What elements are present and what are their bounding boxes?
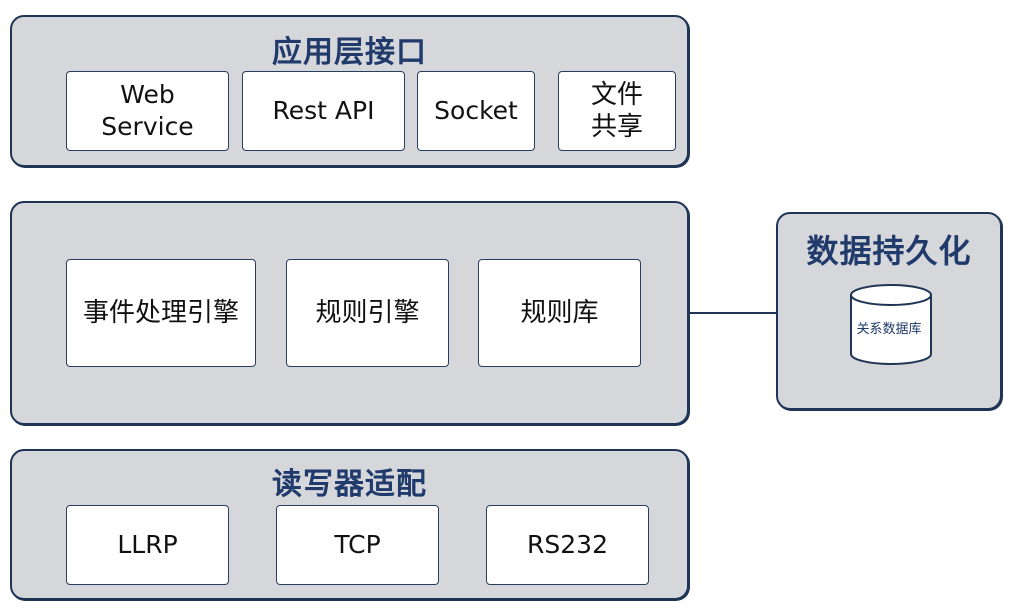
rest-api-box: Rest API — [242, 71, 405, 151]
reader-adapter-layer: 读写器适配 LLRP TCP RS232 — [10, 449, 689, 600]
reader-adapter-title: 读写器适配 — [272, 467, 427, 502]
rs232-box: RS232 — [486, 505, 649, 585]
engine-layer: 事件处理引擎 规则引擎 规则库 — [10, 201, 689, 425]
rule-library-box: 规则库 — [478, 259, 641, 367]
data-persistence-title: 数据持久化 — [806, 232, 972, 270]
tcp-box: TCP — [276, 505, 439, 585]
file-share-box: 文件 共享 — [558, 71, 676, 151]
connector-line — [689, 312, 777, 314]
data-persistence-box: 数据持久化 关系数据库 — [776, 212, 1002, 410]
application-interface-title: 应用层接口 — [272, 35, 427, 70]
database-cylinder-icon — [850, 284, 932, 365]
web-service-box: Web Service — [66, 71, 229, 151]
socket-box: Socket — [417, 71, 535, 151]
rule-engine-box: 规则引擎 — [286, 259, 449, 367]
llrp-box: LLRP — [66, 505, 229, 585]
application-interface-layer: 应用层接口 Web Service Rest API Socket 文件 共享 — [10, 15, 689, 167]
event-processing-engine-box: 事件处理引擎 — [66, 259, 256, 367]
relational-database-label: 关系数据库 — [856, 322, 922, 337]
